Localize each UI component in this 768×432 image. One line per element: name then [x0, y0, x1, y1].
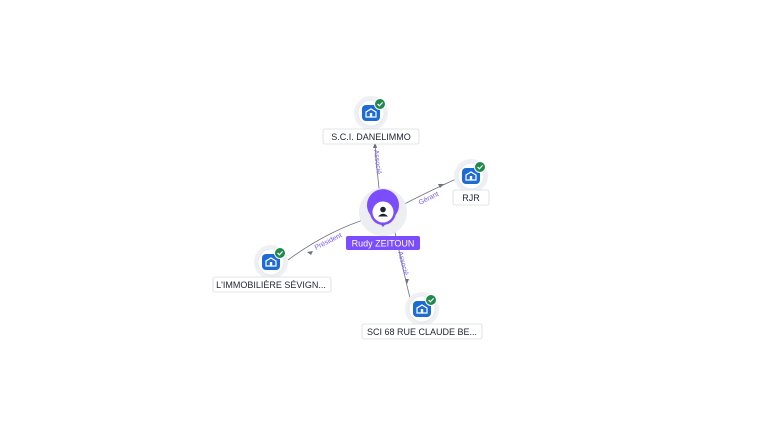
svg-text:L'IMMOBILIÈRE SÉVIGN...: L'IMMOBILIÈRE SÉVIGN...	[216, 280, 326, 290]
edge-arrow-immobiliere	[307, 251, 313, 255]
check-badge-icon	[474, 161, 486, 173]
edge-label-danelimmo: Associé	[372, 149, 382, 174]
person-name-label: Rudy ZEITOUN	[346, 236, 420, 250]
edge-label-immobiliere: Président	[314, 232, 344, 252]
building-icon	[362, 105, 380, 121]
svg-text:SCI 68 RUE CLAUDE BE...: SCI 68 RUE CLAUDE BE...	[367, 327, 477, 337]
svg-text:S.C.I. DANELIMMO: S.C.I. DANELIMMO	[331, 132, 411, 142]
building-icon	[262, 254, 280, 270]
company-node-immobiliere[interactable]: L'IMMOBILIÈRE SÉVIGN...	[212, 245, 332, 293]
person-node-center[interactable]: Rudy ZEITOUN	[346, 188, 420, 250]
edge-arrow-sci68	[405, 279, 409, 284]
company-label-rjr: RJR	[452, 189, 490, 206]
svg-text:RJR: RJR	[462, 193, 480, 203]
company-node-sci68[interactable]: SCI 68 RUE CLAUDE BE...	[361, 292, 483, 340]
check-badge-icon	[425, 294, 437, 306]
check-badge-icon	[274, 247, 286, 259]
edge-label-rjr: Gérant	[418, 191, 440, 207]
building-icon	[462, 168, 480, 184]
edge-arrow-rjr	[438, 184, 444, 188]
check-badge-icon	[374, 98, 386, 110]
company-label-sci68: SCI 68 RUE CLAUDE BE...	[361, 323, 483, 340]
edge-arrow-danelimmo	[373, 142, 377, 148]
company-node-rjr[interactable]: RJR	[452, 159, 490, 206]
edge-label-sci68: Associé	[396, 251, 409, 277]
company-label-danelimmo: S.C.I. DANELIMMO	[322, 128, 420, 145]
company-node-danelimmo[interactable]: S.C.I. DANELIMMO	[322, 96, 420, 145]
company-label-immobiliere: L'IMMOBILIÈRE SÉVIGN...	[212, 276, 332, 293]
svg-text:Rudy ZEITOUN: Rudy ZEITOUN	[352, 239, 415, 249]
person-icon	[378, 206, 388, 217]
edge-sci68	[393, 227, 411, 299]
building-icon	[413, 301, 431, 317]
